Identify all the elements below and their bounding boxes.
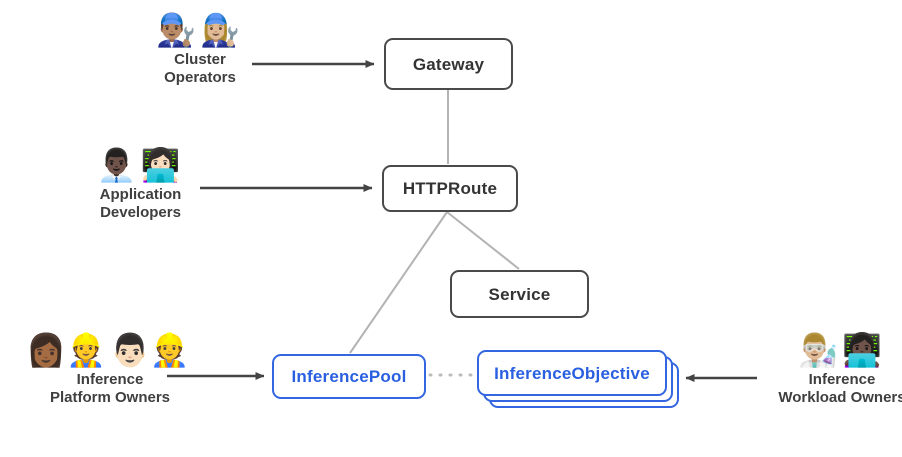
persona-cluster-operators: 👨🏽‍🔧👩🏼‍🔧 Cluster Operators — [140, 14, 260, 88]
node-httproute-label: HTTPRoute — [402, 179, 498, 198]
cluster-operators-emoji-pair: 👨🏽‍🔧👩🏼‍🔧 — [156, 11, 244, 49]
application-developers-emoji-pair: 👨🏿‍💼👩🏻‍💻 — [96, 146, 185, 184]
inference-workload-owners-caption: Inference Workload Owners — [778, 371, 902, 407]
node-service[interactable]: Service — [450, 270, 589, 318]
application-developers-caption: Application Developers — [99, 186, 182, 222]
node-inferencepool-label: InferencePool — [291, 367, 407, 386]
node-gateway[interactable]: Gateway — [384, 38, 513, 90]
node-inferenceobjective-stack[interactable]: InferenceObjective — [477, 350, 681, 410]
persona-inference-workload-owners: 👨🏼‍🔬👩🏿‍💻 Inference Workload Owners — [752, 334, 902, 408]
node-gateway-label: Gateway — [412, 54, 485, 74]
node-service-label: Service — [488, 284, 551, 304]
inference-platform-owners-caption: Inference Platform Owners — [49, 371, 171, 407]
inference-platform-owners-emoji-pair: 👩🏾‍👷👨🏻‍👷 — [26, 331, 194, 369]
persona-inference-platform-owners: 👩🏾‍👷👨🏻‍👷 Inference Platform Owners — [22, 334, 198, 408]
node-inferencepool[interactable]: InferencePool — [272, 354, 426, 399]
persona-application-developers: 👨🏿‍💼👩🏻‍💻 Application Developers — [78, 149, 203, 223]
link-httproute-inferencepool — [349, 211, 448, 354]
inference-workload-owners-emoji-pair: 👨🏼‍🔬👩🏿‍💻 — [798, 331, 886, 369]
cluster-operators-caption: Cluster Operators — [164, 51, 236, 87]
node-inferenceobjective-label: InferenceObjective — [494, 363, 650, 383]
node-inferenceobjective[interactable]: InferenceObjective — [477, 350, 667, 396]
node-httproute[interactable]: HTTPRoute — [382, 165, 518, 212]
link-httproute-service — [446, 211, 520, 270]
